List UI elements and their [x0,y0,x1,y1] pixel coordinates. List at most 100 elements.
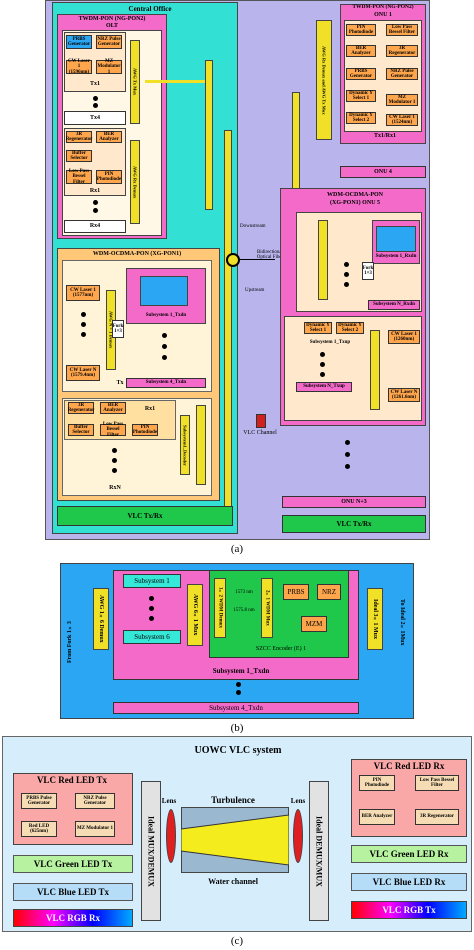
c-turbulence-label: Turbulence [211,795,255,805]
b-wl1: 1573 nm [235,590,253,595]
c-demux: Ideal DEMUX/MUX [309,781,329,921]
b-nrz: NRZ [317,584,341,600]
b-sub-txdn1: Subsystem 1_Txdn [212,667,270,675]
onu4: ONU 4 [340,166,426,178]
olt-dot [93,208,98,213]
wdm-olt-lpf: Low Pass Bessel Filter [100,422,126,438]
onu5-sub-txup: Subsystem 1_Txup [309,340,351,345]
fiber-line [240,259,275,260]
c-pin: PIN Photodiode [359,775,395,791]
onu1-cw: CW Laser 1 (1524nm) [386,114,418,126]
olt-tx1-label: Tx1 [89,81,100,87]
olt-ber: BER Analyzer [96,131,122,143]
olt-awg-rx-demux: AWG Rx Demux [130,140,140,224]
vlc-txrx-right: VLC Tx/Rx [282,515,426,533]
panel-b: AWG 1×6 Demux Subsystem 1 Subsystem 6 AW… [60,563,414,719]
onu1-awg: AWG Rx Demux and AWG Tx Mux [316,20,332,140]
upstream-label: Upstream [245,288,265,293]
wdm-olt-dot [162,355,167,360]
b-dot [149,596,154,601]
b-dot [149,606,154,611]
wdm-olt-dot [162,333,167,338]
wdm-olt-demux [196,405,206,485]
b-to-ideal: To Ideal 2×1Mux [399,598,405,646]
onu5-dot [320,352,325,357]
b-from-fork: From Fork 1×3 [67,621,73,663]
olt-link [224,130,232,510]
central-office-label: Central Office [128,5,172,13]
onu-dot [345,452,350,457]
onu5-sub1-inner [376,226,416,252]
onu5-dot [344,282,349,287]
b-prbs: PRBS [283,584,309,600]
olt-cw-laser: CW Laser 1 (1596nm) [66,59,92,75]
caption-b: (b) [230,722,244,734]
olt-buffer: Buffer Selector [66,150,92,162]
c-3r: 3R Regenerator [415,809,459,825]
b-dot [236,690,241,695]
wdm-olt-dot [81,312,86,317]
vlc-channel-label: VLC Channel [243,430,277,436]
c-nrz: NRZ Pulse Generator [75,793,115,809]
wdm-olt-ber: BER Analyzer [100,402,126,414]
onu-n3: ONU N+3 [282,496,426,508]
onu5-awg2 [318,220,328,300]
c-red-led: Red LED (625nm) [21,821,57,837]
onu5-title: WDM-OCDMA-PON [327,192,383,198]
wdm-olt-sub4: Subsystem 4_Txdn [126,378,206,388]
twdm-olt-subtitle: OLT [105,23,119,29]
olt-link [145,80,205,83]
b-sub1: Subsystem 1 [123,574,181,588]
c-mz: MZ Modulator 1 [75,821,115,837]
wdm-olt-dot [112,448,117,453]
onu5-dot [320,372,325,377]
c-water-label: Water channel [208,877,258,886]
wdm-olt-title: WDM-OCDMA-PON (XG-PON1) [92,251,182,257]
onu-dot [345,464,350,469]
olt-link [205,60,213,210]
onu5-awg [370,330,380,410]
onu1-dyn2: Dynamic Y Select 2 [346,112,376,124]
c-lens-right [293,809,303,863]
b-wdm-mux: 2×1 WDM Mux [261,578,273,638]
vlc-channel-icon [256,414,266,428]
olt-3r: 3R Regenerator [65,131,93,143]
olt-prbs: PRBS Generator [66,35,92,49]
olt-lpf: Low Pass Bessel Filter [66,169,92,185]
c-lens-left-label: Lens [161,797,177,805]
wdm-olt-dot [112,458,117,463]
wdm-olt-rx1: Rx1 [144,406,156,412]
onu5-dot [344,262,349,267]
c-ber: BER Analyzer [359,809,395,825]
olt-nrz: NRZ Pulse Generator [96,35,122,49]
onu-dot [345,440,350,445]
onu1-ber: BER Analyzer [346,45,376,57]
wdm-olt-fork: Fork 1×3 [112,320,124,338]
wdm-olt-cwn: CW Laser N (1579.4nm) [66,365,100,381]
onu5-cw1: CW Laser 1 (1260nm) [388,330,420,344]
olt-dot [93,200,98,205]
onu5-dot [320,362,325,367]
c-title: UOWC VLC system [194,745,282,756]
olt-dot [93,96,98,101]
b-dot [149,616,154,621]
olt-pin: PIN Photodiode [96,170,122,184]
c-lpf: Low Pass Bessel Filter [415,775,459,791]
wdm-olt-dot [112,468,117,473]
onu1-txrx: Tx1/Rx1 [373,133,396,139]
wdm-olt-decoder: Subsystem1_Decoder [180,415,190,475]
c-blue-rx: VLC Blue LED Rx [351,873,467,891]
olt-dot [93,103,98,108]
onu1-subtitle: ONU 1 [374,12,392,18]
c-lens-left [166,809,176,863]
onu5-fork: Fork 1×3 [362,262,374,280]
c-rgb-tx: VLC RGB Tx [351,901,467,919]
c-lens-right-label: Lens [290,797,306,805]
onu5-subn-rxdn: Subsystem N_Rxdn [368,300,420,310]
c-red-rx-title: VLC Red LED Rx [373,761,445,771]
fiber-coupler [226,253,240,267]
c-red-tx-title: VLC Red LED Tx [36,775,108,785]
wdm-olt-rxn: RxN [109,485,121,491]
b-wl2: 1575.8 nm [233,608,255,613]
downstream-label: Downstream [240,224,266,229]
